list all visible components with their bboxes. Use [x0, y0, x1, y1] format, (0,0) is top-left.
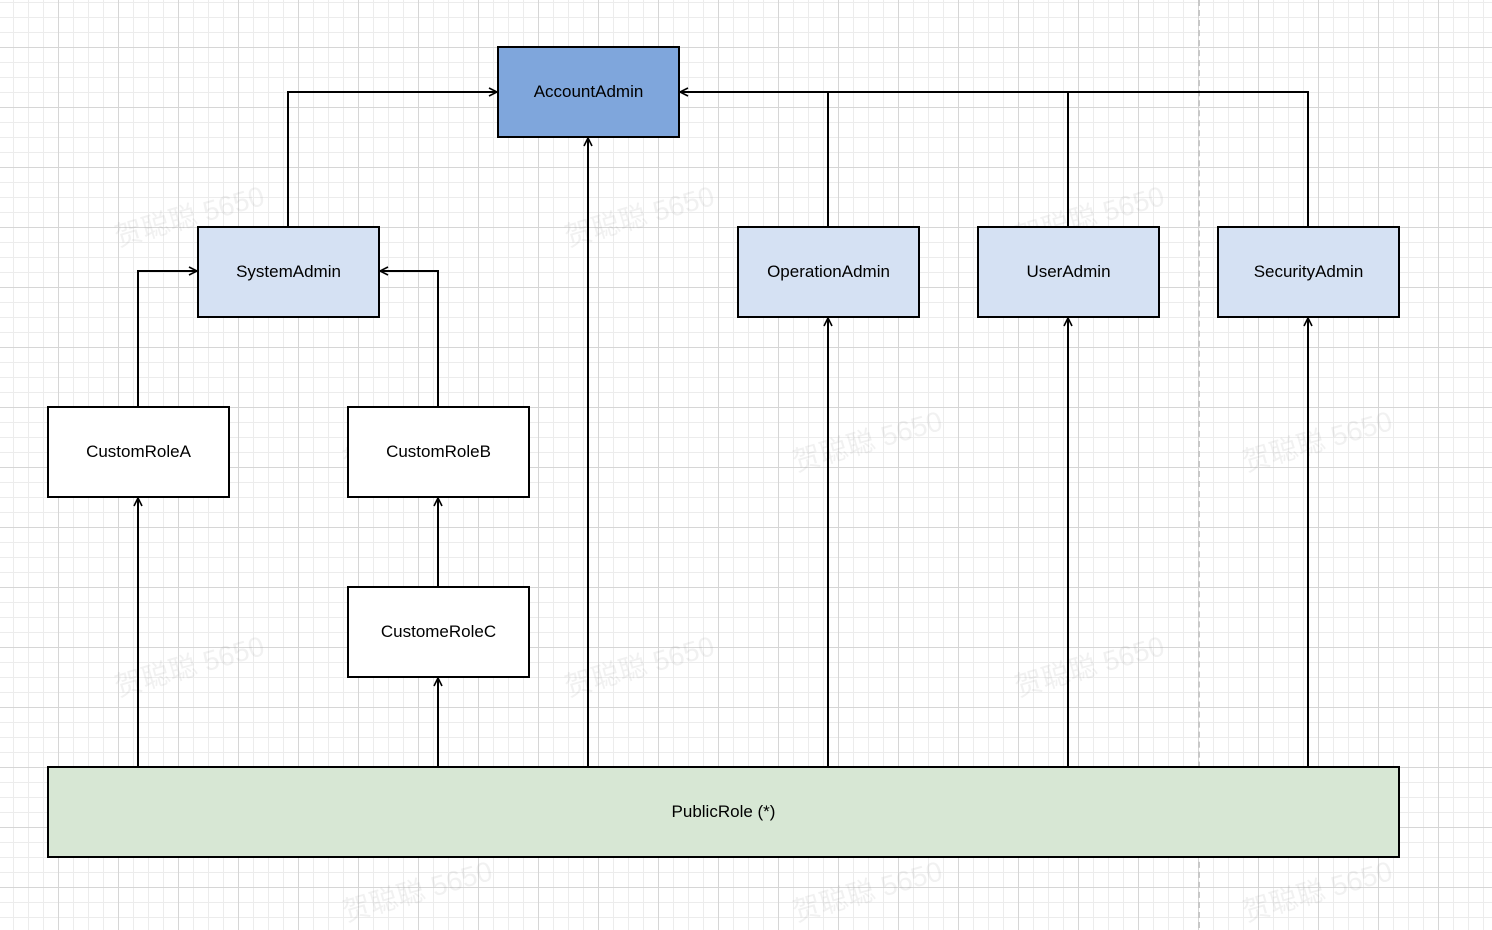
node-label: OperationAdmin — [767, 262, 890, 281]
node-user-admin[interactable]: UserAdmin — [977, 226, 1160, 318]
node-label: UserAdmin — [1026, 262, 1111, 281]
node-label: SecurityAdmin — [1253, 262, 1364, 281]
node-label: AccountAdmin — [533, 82, 644, 101]
node-label: CustomeRoleC — [380, 622, 497, 641]
edge-securityadmin-to-accountadmin[interactable] — [680, 92, 1309, 227]
node-system-admin[interactable]: SystemAdmin — [197, 226, 380, 318]
node-operation-admin[interactable]: OperationAdmin — [737, 226, 920, 318]
node-security-admin[interactable]: SecurityAdmin — [1217, 226, 1400, 318]
node-custom-role-a[interactable]: CustomRoleA — [47, 406, 230, 498]
node-public-role[interactable]: PublicRole (*) — [47, 766, 1400, 858]
node-account-admin[interactable]: AccountAdmin — [497, 46, 680, 138]
edge-customrolea-to-systemadmin[interactable] — [137, 271, 197, 407]
node-label: SystemAdmin — [236, 262, 341, 281]
page-break-guide — [1198, 0, 1200, 928]
node-label: PublicRole (*) — [671, 802, 776, 821]
edge-systemadmin-to-accountadmin[interactable] — [287, 92, 497, 227]
node-label: CustomRoleA — [86, 442, 191, 461]
node-custom-role-b[interactable]: CustomRoleB — [347, 406, 530, 498]
node-custome-role-c[interactable]: CustomeRoleC — [347, 586, 530, 678]
edge-customroleb-to-systemadmin[interactable] — [380, 271, 439, 407]
node-label: CustomRoleB — [386, 442, 491, 461]
